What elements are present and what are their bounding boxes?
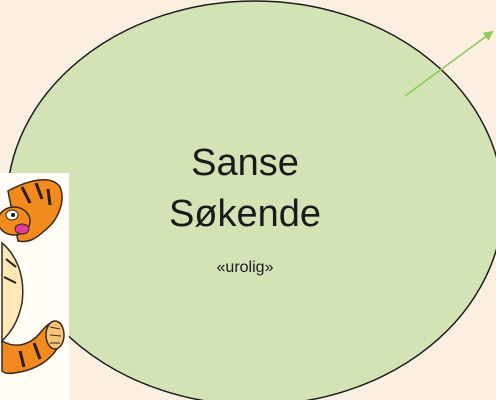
ellipse-subtitle: «urolig»: [216, 259, 274, 276]
tigger-cartoon-icon: [0, 173, 69, 400]
arrow-connector: [404, 30, 494, 97]
ellipse-title-line2: Søkende: [168, 193, 322, 235]
ellipse-title-line1: Sanse: [191, 142, 299, 184]
